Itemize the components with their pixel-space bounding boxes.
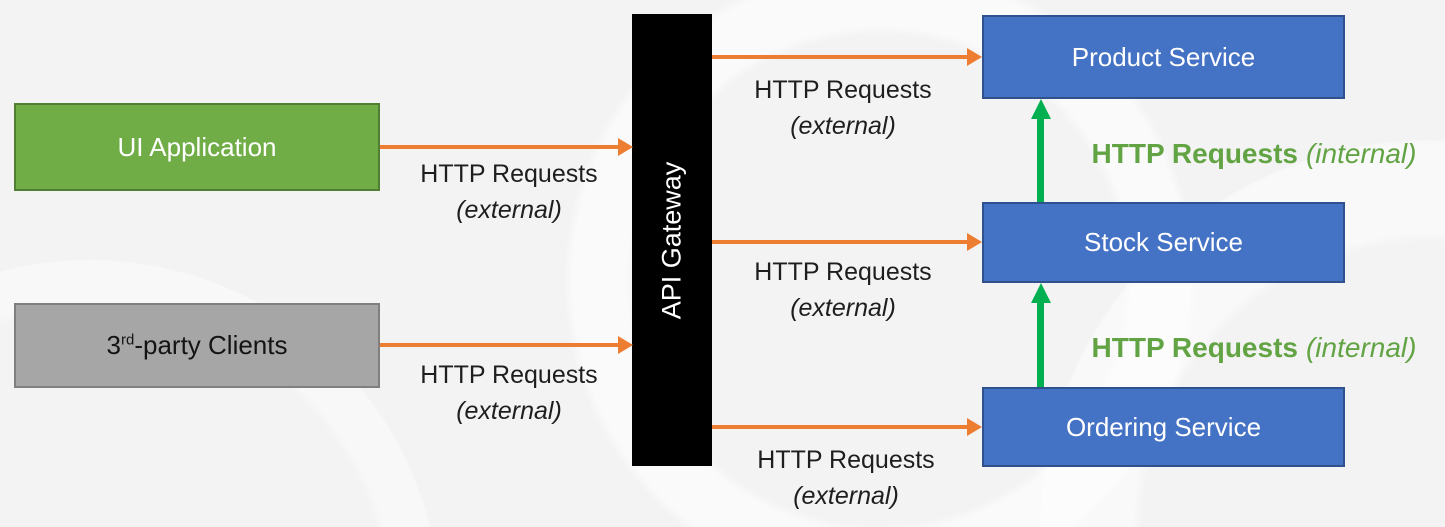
arrow-head xyxy=(618,336,633,354)
arrow-shaft xyxy=(1037,301,1044,387)
superscript-rd: rd xyxy=(120,331,135,349)
edge-label-line1: HTTP Requests xyxy=(757,446,935,474)
edge-label-third-party-to-gateway: HTTP Requests (external) xyxy=(389,357,629,429)
edge-label-bold: HTTP Requests xyxy=(1091,332,1298,363)
edge-label-gateway-to-product: HTTP Requests (external) xyxy=(723,72,963,144)
edge-label-line1: HTTP Requests xyxy=(420,160,598,188)
arrow-shaft xyxy=(712,240,968,244)
edge-label-line2: (external) xyxy=(456,397,562,425)
node-ordering-service: Ordering Service xyxy=(982,387,1345,467)
node-ui-application-label: UI Application xyxy=(117,131,277,162)
edge-label-line1: HTTP Requests xyxy=(754,76,932,104)
arrow-head xyxy=(618,138,633,156)
edge-label-line2: (external) xyxy=(790,294,896,322)
edge-label-line1: HTTP Requests xyxy=(754,258,932,286)
edge-label-line1: HTTP Requests xyxy=(420,361,598,389)
arrow-shaft xyxy=(1037,117,1044,202)
edge-label-line2: (external) xyxy=(790,112,896,140)
edge-label-italic: (internal) xyxy=(1305,332,1417,363)
arrow-head xyxy=(967,48,982,66)
background-watermark xyxy=(0,260,440,527)
node-product-service: Product Service xyxy=(982,15,1345,99)
edge-label-ordering-to-stock-internal: HTTP Requests(internal) xyxy=(1068,330,1440,366)
edge-label-line2: (external) xyxy=(456,196,562,224)
arrow-head xyxy=(967,418,982,436)
node-product-service-label: Product Service xyxy=(1071,41,1256,72)
edge-label-italic: (internal) xyxy=(1305,138,1417,169)
edge-label-gateway-to-stock: HTTP Requests (external) xyxy=(723,254,963,326)
arrow-shaft xyxy=(712,425,968,429)
node-third-party-clients-label: 3rd-party Clients xyxy=(106,330,288,360)
edge-label-ui-to-gateway: HTTP Requests (external) xyxy=(389,156,629,228)
node-api-gateway: API Gateway xyxy=(632,14,712,466)
edge-label-line2: (external) xyxy=(793,482,899,510)
node-ordering-service-label: Ordering Service xyxy=(1065,411,1262,442)
arrow-head xyxy=(1031,283,1051,303)
arrow-shaft xyxy=(380,343,619,347)
edge-label-stock-to-product-internal: HTTP Requests(internal) xyxy=(1068,136,1440,172)
arrow-head xyxy=(967,233,982,251)
arrow-shaft xyxy=(380,145,619,149)
node-stock-service: Stock Service xyxy=(982,202,1345,283)
edge-label-bold: HTTP Requests xyxy=(1091,138,1298,169)
node-ui-application: UI Application xyxy=(14,103,380,191)
node-stock-service-label: Stock Service xyxy=(1084,227,1243,257)
arrow-head xyxy=(1031,99,1051,119)
node-third-party-clients: 3rd-party Clients xyxy=(14,303,380,388)
node-api-gateway-label: API Gateway xyxy=(656,161,687,319)
arrow-shaft xyxy=(712,55,968,59)
edge-label-gateway-to-ordering: HTTP Requests (external) xyxy=(726,442,966,514)
